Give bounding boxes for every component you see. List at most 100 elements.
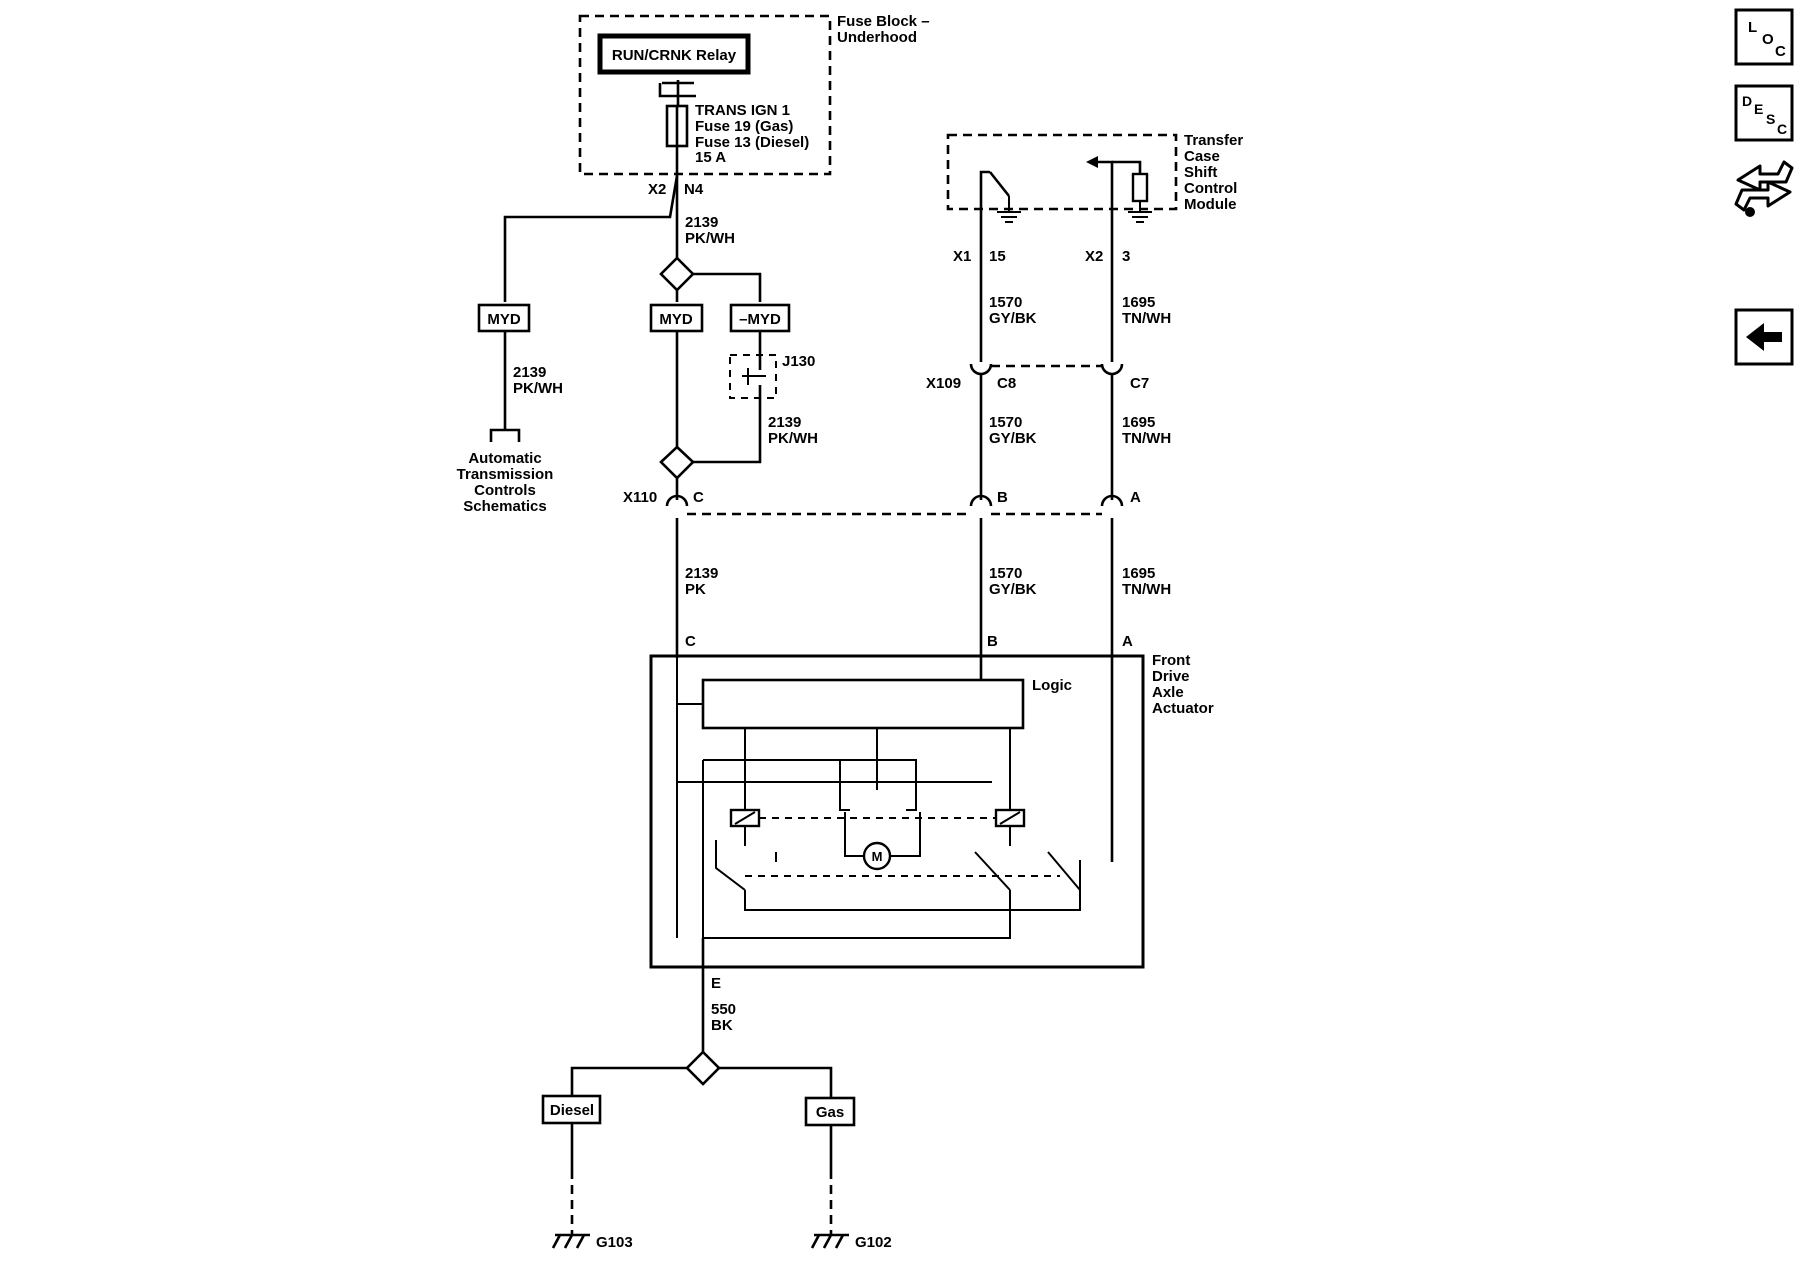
svg-text:Axle: Axle	[1152, 684, 1184, 701]
motor-symbol	[862, 841, 892, 871]
svg-text:G102: G102	[855, 1234, 892, 1251]
fuse-gas: Fuse 19 (Gas)	[695, 118, 793, 135]
option-diesel: Diesel	[541, 1094, 602, 1125]
svg-text:C: C	[693, 489, 704, 506]
fuse-diesel: Fuse 13 (Diesel)	[695, 134, 809, 151]
front-drive-axle-actuator: C B A Front Drive Axle Actuator Logic M	[649, 633, 1214, 969]
svg-text:Control: Control	[1184, 180, 1237, 197]
fuse-block-underhood: Fuse Block – Underhood RUN/CRNK Relay TR…	[578, 13, 930, 198]
wire-1570-top-color: GY/BK	[989, 310, 1037, 327]
ground-g102: G102	[810, 1233, 892, 1251]
svg-text:Controls: Controls	[474, 482, 536, 499]
tccm-conn-x2: X2	[1085, 248, 1103, 265]
tccm-pin-3: 3	[1122, 248, 1130, 265]
location-button[interactable]: L O C	[1734, 8, 1794, 66]
svg-text:–MYD: –MYD	[739, 311, 781, 328]
svg-text:S: S	[1766, 111, 1775, 127]
svg-text:A: A	[1130, 489, 1141, 506]
svg-text:Shift: Shift	[1184, 164, 1217, 181]
splice-bottom	[659, 445, 695, 480]
tccm-conn-x1: X1	[953, 248, 971, 265]
fuse-block-pin-n4: N4	[684, 181, 704, 198]
wire-1570-mid-num: 1570	[989, 414, 1022, 431]
wire-1570-mid-color: GY/BK	[989, 430, 1037, 447]
wire-2139-left-num: 2139	[513, 364, 546, 381]
wire-1695-top-color: TN/WH	[1122, 310, 1171, 327]
svg-text:Transfer: Transfer	[1184, 132, 1243, 149]
wire-2139-pk-color: PK	[685, 581, 706, 598]
svg-text:G103: G103	[596, 1234, 633, 1251]
wire-2139-j130-num: 2139	[768, 414, 801, 431]
svg-text:Module: Module	[1184, 196, 1237, 213]
transfer-case-shift-control-module: Transfer Case Shift Control Module X1 15…	[946, 132, 1243, 265]
ground-g103: G103	[551, 1233, 633, 1251]
svg-text:Transmission: Transmission	[457, 466, 554, 483]
svg-text:Gas: Gas	[816, 1104, 844, 1121]
wire-1570-top-num: 1570	[989, 294, 1022, 311]
svg-text:O: O	[1762, 31, 1774, 48]
option-myd-mid: MYD	[649, 303, 704, 333]
svg-text:Automatic: Automatic	[468, 450, 541, 467]
actuator-pin-e: E	[711, 975, 721, 992]
svg-text:B: B	[997, 489, 1008, 506]
svg-text:Front: Front	[1152, 652, 1190, 669]
jumper-j130: J130	[729, 353, 815, 399]
fuse-rating: 15 A	[695, 149, 726, 166]
wire-1695-bot-num: 1695	[1122, 565, 1155, 582]
fuse-name: TRANS IGN 1	[695, 102, 790, 119]
connector-x110: X110 C B A	[623, 489, 1141, 516]
tccm-pin-15: 15	[989, 248, 1006, 265]
svg-text:D: D	[1742, 93, 1752, 109]
wire-1695-bot-color: TN/WH	[1122, 581, 1171, 598]
actuator-pin-b: B	[987, 633, 998, 650]
svg-text:C: C	[1777, 121, 1787, 137]
svg-text:MYD: MYD	[659, 311, 693, 328]
svg-text:C7: C7	[1130, 375, 1149, 392]
wire-1570-bot-color: GY/BK	[989, 581, 1037, 598]
wire-2139-num: 2139	[685, 214, 718, 231]
option-neg-myd: –MYD	[729, 303, 791, 333]
option-gas: Gas	[804, 1096, 856, 1127]
connector-repair-icon[interactable]	[1734, 160, 1794, 217]
splice-top	[659, 256, 695, 292]
wire-2139-pk-num: 2139	[685, 565, 718, 582]
wire-2139-j130-color: PK/WH	[768, 430, 818, 447]
svg-text:Diesel: Diesel	[550, 1102, 594, 1119]
wire-1695-top-num: 1695	[1122, 294, 1155, 311]
atcs-reference: Automatic Transmission Controls Schemati…	[457, 450, 554, 515]
svg-text:MYD: MYD	[487, 311, 521, 328]
fuse-block-title-1: Fuse Block –	[837, 13, 930, 30]
svg-text:E: E	[1754, 101, 1763, 117]
wire-1695-mid-num: 1695	[1122, 414, 1155, 431]
svg-text:L: L	[1748, 19, 1757, 36]
svg-text:Schematics: Schematics	[463, 498, 546, 515]
back-button[interactable]	[1734, 308, 1794, 366]
connector-x109: X109 C8 C7	[926, 363, 1149, 392]
wire-1570-bot-num: 1570	[989, 565, 1022, 582]
svg-text:X109: X109	[926, 375, 961, 392]
run-crnk-relay-label: RUN/CRNK Relay	[612, 47, 737, 64]
splice-ground	[685, 1050, 721, 1086]
wire-2139-left-color: PK/WH	[513, 380, 563, 397]
wire-2139-color: PK/WH	[685, 230, 735, 247]
svg-text:Case: Case	[1184, 148, 1220, 165]
svg-text:J130: J130	[782, 353, 815, 370]
logic-block	[701, 678, 1025, 730]
run-crnk-relay-box	[597, 33, 751, 75]
actuator-pin-a: A	[1122, 633, 1133, 650]
svg-text:X110: X110	[623, 489, 657, 506]
wire-550-color: BK	[711, 1017, 733, 1034]
actuator-pin-c: C	[685, 633, 696, 650]
back-arrow-icon	[1746, 323, 1782, 351]
description-button[interactable]: D E S C	[1734, 84, 1794, 142]
option-myd-left: MYD	[477, 303, 531, 333]
svg-text:C8: C8	[997, 375, 1016, 392]
wire-550-num: 550	[711, 1001, 736, 1018]
svg-text:C: C	[1775, 43, 1786, 60]
svg-text:Drive: Drive	[1152, 668, 1190, 685]
fuse-block-conn-x2: X2	[648, 181, 666, 198]
svg-text:Actuator: Actuator	[1152, 700, 1214, 717]
logic-label: Logic	[1032, 677, 1072, 694]
motor-label: M	[872, 849, 883, 864]
